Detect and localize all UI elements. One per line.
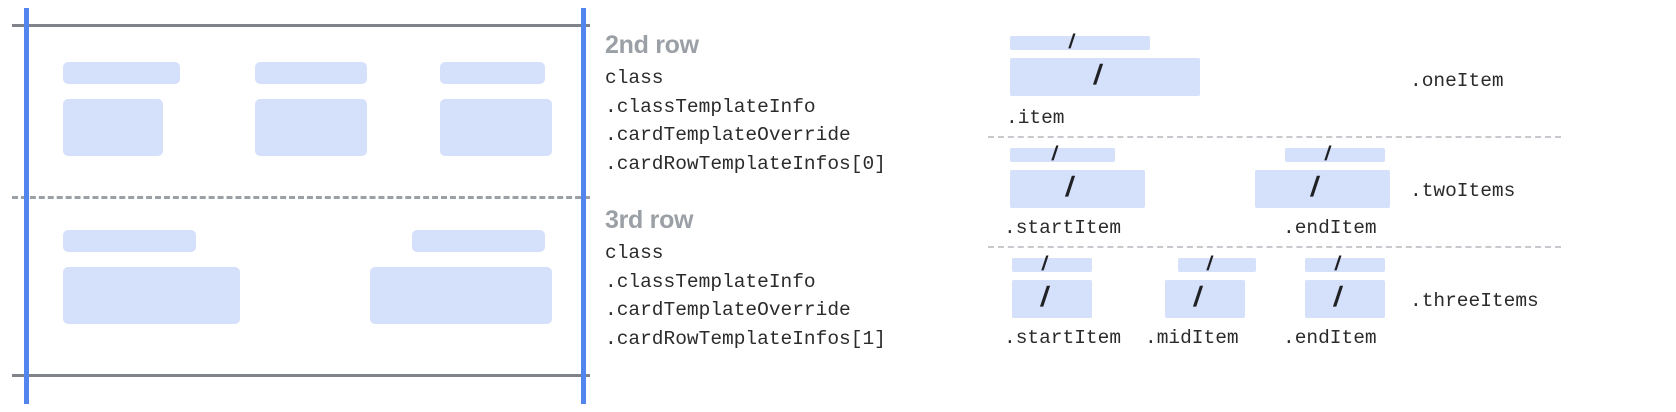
label-start-item-2: .startItem bbox=[1004, 217, 1122, 239]
group-label-two-items: .twoItems bbox=[1410, 180, 1516, 202]
slot-start-item-3-body bbox=[1012, 280, 1092, 318]
chip-label-2b bbox=[412, 230, 545, 252]
item-template-variants: / / .item .oneItem / / .startItem / / bbox=[980, 0, 1676, 412]
label-end-item-2: .endItem bbox=[1283, 217, 1377, 239]
label-start-item-3: .startItem bbox=[1004, 327, 1122, 349]
card-top-rule bbox=[12, 24, 590, 27]
slot-mid-item-3-body bbox=[1165, 280, 1245, 318]
chip-label-1c bbox=[440, 62, 545, 84]
row-path-labels: 2nd row class .classTemplateInfo .cardTe… bbox=[600, 0, 980, 412]
row-2nd-code-line-4: .cardRowTemplateInfos[0] bbox=[605, 152, 886, 175]
label-mid-item-3: .midItem bbox=[1145, 327, 1239, 349]
chip-value-2b bbox=[370, 267, 552, 324]
chip-label-1b bbox=[255, 62, 367, 84]
row-2nd-code-line-3: .cardTemplateOverride bbox=[605, 124, 851, 146]
row-3rd-code-line-1: class bbox=[605, 242, 664, 264]
card-bottom-rule bbox=[12, 374, 590, 377]
row-2nd-code-line-1: class bbox=[605, 67, 664, 89]
chip-value-1c bbox=[440, 99, 552, 156]
group-label-one-item: .oneItem bbox=[1410, 70, 1504, 92]
card-layout-preview bbox=[0, 0, 600, 412]
row-3rd-code-line-2: .classTemplateInfo bbox=[605, 270, 816, 293]
chip-label-1a bbox=[63, 62, 180, 84]
card-row-divider bbox=[12, 196, 590, 199]
chip-value-1b bbox=[255, 99, 367, 156]
chip-value-1a bbox=[63, 99, 163, 156]
row-title-3rd: 3rd row bbox=[605, 206, 694, 234]
row-3rd-code-line-3: .cardTemplateOverride bbox=[605, 299, 851, 321]
slot-item-body bbox=[1010, 58, 1200, 96]
variant-divider-1 bbox=[988, 136, 1561, 138]
slot-end-item-2-top-bar bbox=[1285, 148, 1385, 162]
slot-start-item-2-body bbox=[1010, 170, 1145, 208]
row-2nd-code-line-2: .classTemplateInfo bbox=[605, 95, 816, 118]
variant-divider-2 bbox=[988, 246, 1561, 248]
slot-start-item-3-top-bar bbox=[1012, 258, 1092, 272]
slot-mid-item-3-top-bar bbox=[1178, 258, 1256, 272]
slot-end-item-3-top-bar bbox=[1305, 258, 1385, 272]
row-group-3rd: 3rd row class .classTemplateInfo .cardTe… bbox=[605, 205, 886, 353]
row-title-2nd: 2nd row bbox=[605, 31, 699, 59]
vertical-guide-left bbox=[24, 8, 29, 404]
chip-label-2a bbox=[63, 230, 196, 252]
row-3rd-code-line-4: .cardRowTemplateInfos[1] bbox=[605, 327, 886, 350]
vertical-guide-right bbox=[581, 8, 586, 404]
slot-end-item-3-body bbox=[1305, 280, 1385, 318]
label-end-item-3: .endItem bbox=[1283, 327, 1377, 349]
row-group-2nd: 2nd row class .classTemplateInfo .cardTe… bbox=[605, 30, 886, 178]
slot-end-item-2-body bbox=[1255, 170, 1390, 208]
group-label-three-items: .threeItems bbox=[1410, 290, 1539, 312]
slot-start-item-2-top-bar bbox=[1010, 148, 1115, 162]
slot-item-top-bar bbox=[1010, 36, 1150, 50]
chip-value-2a bbox=[63, 267, 240, 324]
label-item: .item bbox=[1006, 107, 1065, 129]
